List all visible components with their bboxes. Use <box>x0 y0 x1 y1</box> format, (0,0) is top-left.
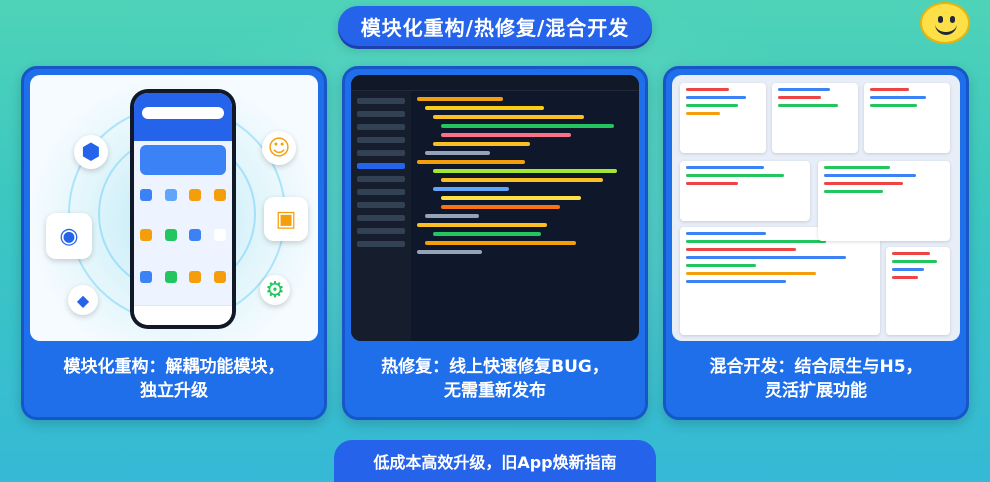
feature-card-modular: ⬢ ◉ ◆ ☺ ▣ ⚙ 模块化重构：解耦功能模块， 独立升级 <box>21 66 327 420</box>
card-caption-modular: 模块化重构：解耦功能模块， 独立升级 <box>63 357 285 401</box>
hybrid-editors-illustration <box>672 75 960 341</box>
chat-bubble-icon: ☺ <box>262 131 296 165</box>
card-caption-hotfix: 热修复：线上快速修复BUG， 无需重新发布 <box>381 357 609 401</box>
feature-card-hybrid: 混合开发：结合原生与H5， 灵活扩展功能 <box>663 66 969 420</box>
diamond-icon: ◆ <box>68 285 98 315</box>
footer-tagline: 低成本高效升级，旧App焕新指南 <box>334 440 656 482</box>
page-title: 模块化重构/热修复/混合开发 <box>338 6 652 46</box>
modular-illustration: ⬢ ◉ ◆ ☺ ▣ ⚙ <box>30 75 318 341</box>
smiley-icon <box>920 2 970 44</box>
bag-icon: ▣ <box>264 197 308 241</box>
hotfix-ide-illustration <box>351 75 639 341</box>
card-caption-hybrid: 混合开发：结合原生与H5， 灵活扩展功能 <box>709 357 923 401</box>
cube-icon: ⬢ <box>74 135 108 169</box>
feature-card-hotfix: 热修复：线上快速修复BUG， 无需重新发布 <box>342 66 648 420</box>
phone-mockup <box>130 89 236 329</box>
gear-icon: ⚙ <box>260 275 290 305</box>
camera-icon: ◉ <box>46 213 92 259</box>
